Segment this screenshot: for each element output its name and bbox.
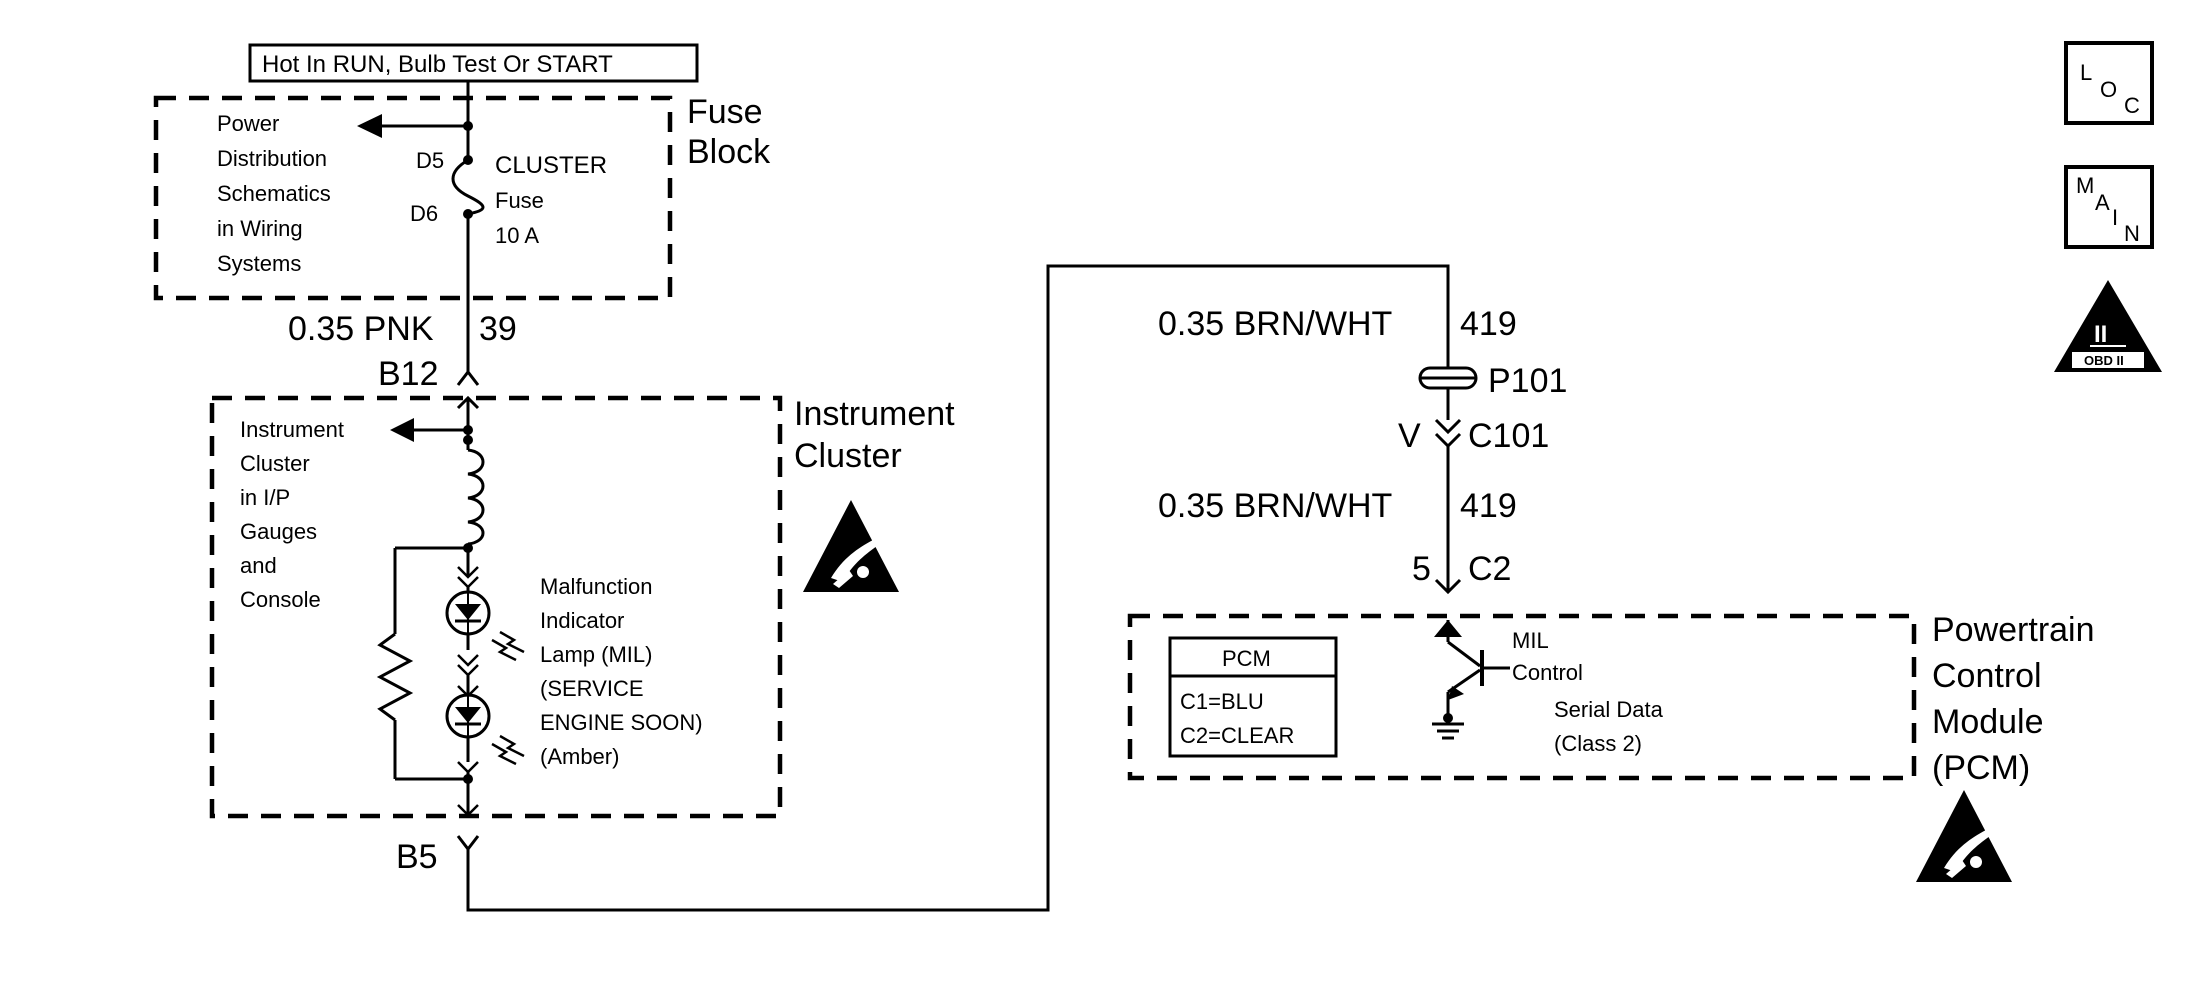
svg-text:Powertrain: Powertrain	[1932, 611, 2095, 649]
svg-text:Malfunction: Malfunction	[540, 574, 653, 599]
cluster-fuse-icon	[451, 158, 485, 216]
instrument-cluster-outline	[209, 395, 783, 819]
svg-text:Control: Control	[1512, 660, 1583, 685]
esd-warning-icon	[1916, 790, 2012, 882]
svg-text:L: L	[2080, 60, 2092, 85]
svg-text:OBD II: OBD II	[2084, 353, 2124, 368]
svg-text:Indicator: Indicator	[540, 608, 624, 633]
pcm-connector-label: C2	[1468, 550, 1511, 588]
light-emission-icon	[491, 734, 525, 766]
obd-ii-button[interactable]: II OBD II	[2054, 280, 2162, 372]
mil-control-label: MIL Control	[1512, 628, 1583, 685]
svg-text:C: C	[2124, 93, 2140, 118]
wire-brn-lower-circuit: 419	[1460, 487, 1517, 525]
power-distribution-arrow-icon	[357, 114, 468, 138]
esd-warning-icon	[803, 500, 899, 592]
pcm-connector-pin: 5	[1412, 550, 1431, 588]
svg-text:(Class 2): (Class 2)	[1554, 731, 1642, 756]
svg-text:in I/P: in I/P	[240, 485, 290, 510]
splice-label: P101	[1488, 362, 1567, 400]
svg-text:A: A	[2095, 190, 2110, 215]
splice-dot	[463, 121, 473, 131]
lamp-1-connector-bottom	[457, 654, 479, 677]
svg-text:Systems: Systems	[217, 251, 301, 276]
svg-text:(SERVICE: (SERVICE	[540, 676, 644, 701]
svg-text:Cluster: Cluster	[240, 451, 310, 476]
fuse-block-title-2: Block	[687, 133, 771, 171]
svg-text:Gauges: Gauges	[240, 519, 317, 544]
inline-connector-label: C101	[1468, 417, 1549, 455]
power-source-label: Hot In RUN, Bulb Test Or START	[262, 51, 613, 78]
fuse-block-title: Fuse	[687, 93, 763, 131]
svg-text:Distribution: Distribution	[217, 146, 327, 171]
wire-pnk-circuit: 39	[479, 310, 517, 348]
loc-button[interactable]: L O C	[2064, 41, 2154, 125]
fuse-block-outline	[153, 95, 673, 301]
svg-text:Module: Module	[1932, 703, 2044, 741]
svg-text:Serial Data: Serial Data	[1554, 697, 1664, 722]
svg-text:M: M	[2076, 173, 2094, 198]
wire-brn-upper-label: 0.35 BRN/WHT	[1158, 305, 1392, 343]
svg-text:PCM: PCM	[1222, 646, 1271, 671]
pcm-title: Powertrain Control Module (PCM)	[1932, 611, 2095, 787]
svg-text:C1=BLU: C1=BLU	[1180, 689, 1264, 714]
instrument-cluster-arrow-icon	[390, 418, 468, 442]
instrument-cluster-title-2: Cluster	[794, 437, 902, 475]
resistor-icon	[376, 632, 414, 722]
connector-b5-icon	[456, 835, 480, 852]
fuse-word: Fuse	[495, 188, 544, 213]
fuse-rating: 10 A	[495, 223, 539, 248]
svg-text:Schematics: Schematics	[217, 181, 331, 206]
wire-b5-to-pcm	[466, 264, 1450, 912]
coil-inductor-icon	[467, 448, 485, 546]
instrument-cluster-reference-text: Instrument Cluster in I/P Gauges and Con…	[240, 417, 344, 612]
fuse-block-reference-text: Power Distribution Schematics in Wiring …	[217, 111, 331, 276]
transistor-driver-icon	[1434, 620, 1510, 718]
inline-connector-icon	[1434, 418, 1462, 449]
svg-text:Control: Control	[1932, 657, 2042, 695]
wire-brn-upper-circuit: 419	[1460, 305, 1517, 343]
connector-b5-label: B5	[396, 838, 438, 876]
wire-pnk-label: 0.35 PNK	[288, 310, 434, 348]
inline-connector-pin: V	[1398, 417, 1421, 455]
mil-lamp-2-icon	[445, 693, 491, 739]
pcm-connector-legend: PCM C1=BLU C2=CLEAR	[1168, 636, 1338, 758]
mil-lamp-1-icon	[445, 590, 491, 636]
svg-text:MIL: MIL	[1512, 628, 1549, 653]
ground-icon	[1432, 713, 1464, 740]
pin-d6-label: D6	[410, 201, 438, 226]
connector-b12-icon	[456, 369, 480, 386]
svg-text:Instrument: Instrument	[240, 417, 344, 442]
serial-data-label: Serial Data (Class 2)	[1554, 697, 1664, 756]
main-button[interactable]: M A I N	[2064, 165, 2154, 249]
svg-text:N: N	[2124, 221, 2140, 246]
wire-brn-lower-label: 0.35 BRN/WHT	[1158, 487, 1392, 525]
svg-text:C2=CLEAR: C2=CLEAR	[1180, 723, 1294, 748]
svg-text:Lamp (MIL): Lamp (MIL)	[540, 642, 652, 667]
svg-text:ENGINE SOON): ENGINE SOON)	[540, 710, 703, 735]
lamp-2-connector-bottom	[457, 761, 479, 774]
svg-text:(Amber): (Amber)	[540, 744, 619, 769]
pcm-outline	[1127, 613, 1917, 781]
svg-text:(PCM): (PCM)	[1932, 749, 2030, 787]
svg-text:II: II	[2094, 321, 2107, 348]
connector-b12-label: B12	[378, 355, 439, 393]
svg-text:I: I	[2112, 205, 2118, 230]
pin-d5-label: D5	[416, 148, 444, 173]
light-emission-icon	[491, 630, 525, 662]
svg-text:O: O	[2100, 77, 2117, 102]
fuse-name: CLUSTER	[495, 152, 607, 179]
mil-description: Malfunction Indicator Lamp (MIL) (SERVIC…	[540, 574, 703, 769]
svg-text:Power: Power	[217, 111, 279, 136]
power-source-box	[248, 43, 699, 83]
svg-text:and: and	[240, 553, 277, 578]
instrument-cluster-title: Instrument	[794, 395, 955, 433]
svg-text:Console: Console	[240, 587, 321, 612]
cluster-exit-fitting	[457, 804, 479, 817]
splice-pack-icon	[1418, 366, 1478, 390]
svg-text:in Wiring: in Wiring	[217, 216, 303, 241]
